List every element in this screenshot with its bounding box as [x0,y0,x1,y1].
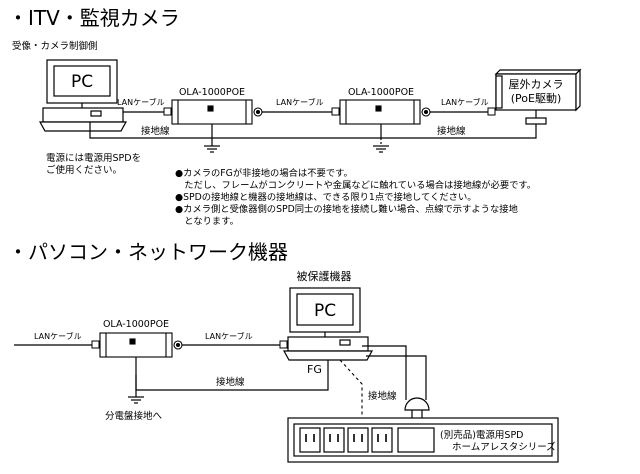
camera-label-line1: 屋外カメラ [509,78,564,91]
ground-label-1b: 接地線 [437,125,466,137]
power-strip-spd [287,417,559,463]
note-3: ●SPDの接地線と機器の接地線は、できる限り1点で接地してください。 [175,191,477,203]
ground-label-2a: 接地線 [216,376,245,388]
power-note-line1: 電源には電源用SPDを [46,153,141,164]
panel-ground-label: 分電盤接地へ [105,410,163,422]
pc-label-2: PC [314,301,336,321]
ground-wire-1 [89,122,537,153]
spd-label-b: OLA-1000POE [348,87,414,98]
section1-title: ・ITV・監視カメラ [8,6,180,30]
spd-device-c [99,332,183,358]
section1-subtitle: 受像・カメラ制御側 [12,40,98,52]
strip-label-line1: (別売品)電源用SPD [440,429,524,441]
lan-label-right: LANケーブル [205,331,253,341]
power-note-line2: ご使用ください。 [46,164,122,176]
spd-device-a [171,99,263,125]
note-1: ●カメラのFGが非接地の場合は不要です。 [175,167,353,179]
camera-label-line2: (PoE駆動) [511,91,562,105]
protected-device-label: 被保護機器 [297,269,352,283]
note-4: ●カメラ側と受像器側のSPD同士の接地を接続し難い場合、点線で示すような接地 [175,203,518,215]
pc-label-1: PC [71,72,93,92]
pc-monitor-2 [282,287,374,361]
spd-label-a: OLA-1000POE [179,87,245,98]
pc-monitor-1 [38,59,128,132]
power-cord [362,345,430,418]
lan-label-3: LANケーブル [441,97,489,107]
ground-label-2b: 接地線 [368,390,397,402]
lan-label-2: LANケーブル [276,97,324,107]
lan-label-left: LANケーブル [34,331,82,341]
ground-wire-2 [128,357,329,404]
fg-label: FG [307,363,322,376]
dashed-ground-line [339,359,363,424]
spd-device-b [339,99,431,125]
section2-title: ・パソコン・ネットワーク機器 [8,240,288,264]
strip-label-line2: ホームアレスタシリーズ [452,441,556,453]
lan-label-1: LANケーブル [117,97,165,107]
note-2: ただし、フレームがコンクリートや金属などに触れている場合は接地線が必要です。 [175,179,536,191]
note-5: となります。 [175,216,239,227]
spd-label-c: OLA-1000POE [103,319,169,330]
ground-label-1a: 接地線 [141,125,170,137]
